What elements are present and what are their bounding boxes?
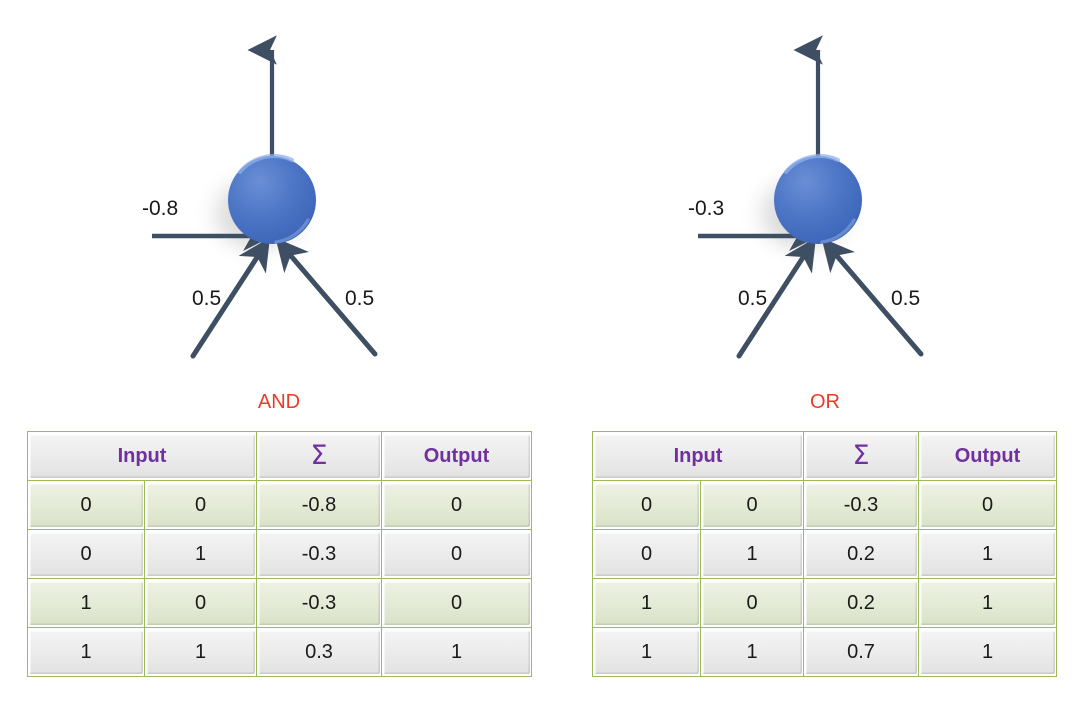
input-2-weight-label: 0.5 [891,287,921,310]
header-cell-input: Input [27,431,257,481]
table-row: 0 0 -0.3 0 [592,480,1057,530]
truth-table-and: Input Σ Output 0 0 -0.8 0 0 1 -0.3 [27,431,532,677]
perceptron-diagram-or: -0.3 0.5 0.5 [586,20,1046,390]
cell-input-a: 1 [27,627,145,677]
cell-output: 0 [381,578,532,628]
header-cell-output: Output [381,431,532,481]
perceptron-diagram-and: -0.8 0.5 0.5 [40,20,500,390]
perceptron-svg-or [698,35,924,359]
cell-sum: -0.8 [256,480,382,530]
cell-output: 0 [918,480,1057,530]
input-2-arrow [275,237,378,357]
input-2-weight-label: 0.5 [345,287,375,310]
header-cell-sigma: Σ [803,431,919,481]
neuron-rim-highlight [820,218,856,244]
gate-caption-or: OR [810,391,840,413]
header-cell-sigma: Σ [256,431,382,481]
neuron-node [228,156,316,244]
cell-sum: -0.3 [256,578,382,628]
neuron-gloss-highlight [238,154,294,174]
cell-input-a: 0 [592,480,701,530]
cell-input-b: 0 [700,578,804,628]
cell-output: 1 [381,627,532,677]
cell-sum: 0.2 [803,529,919,579]
bias-weight-label: -0.3 [688,197,725,220]
input-1-arrow [736,237,816,359]
input-2-arrow [821,237,924,357]
cell-output: 1 [918,529,1057,579]
cell-sum: -0.3 [803,480,919,530]
table-row: 1 0 0.2 1 [592,578,1057,628]
cell-input-b: 0 [144,578,257,628]
cell-input-b: 1 [144,529,257,579]
cell-input-a: 0 [27,480,145,530]
cell-input-b: 0 [144,480,257,530]
neuron-gloss-highlight [784,154,840,174]
header-cell-output: Output [918,431,1057,481]
cell-input-a: 1 [27,578,145,628]
cell-input-b: 1 [700,627,804,677]
header-cell-input: Input [592,431,804,481]
cell-output: 1 [918,627,1057,677]
neuron-rim-highlight [274,218,310,244]
table-header-row: Input Σ Output [27,431,532,481]
cell-input-a: 0 [592,529,701,579]
cell-sum: 0.3 [256,627,382,677]
cell-sum: 0.7 [803,627,919,677]
table-row: 0 1 0.2 1 [592,529,1057,579]
perceptron-svg-and [152,35,378,359]
cell-output: 1 [918,578,1057,628]
cell-input-a: 0 [27,529,145,579]
cell-sum: 0.2 [803,578,919,628]
bias-weight-label: -0.8 [142,197,179,220]
neuron-node [774,156,862,244]
input-1-weight-label: 0.5 [738,287,768,310]
gate-caption-and: AND [257,391,301,413]
cell-sum: -0.3 [256,529,382,579]
table-header-row: Input Σ Output [592,431,1057,481]
cell-input-b: 0 [700,480,804,530]
cell-input-b: 1 [144,627,257,677]
table-row: 1 1 0.7 1 [592,627,1057,677]
table-row: 0 0 -0.8 0 [27,480,532,530]
table-row: 0 1 -0.3 0 [27,529,532,579]
input-1-arrow [190,237,270,359]
cell-output: 0 [381,480,532,530]
input-1-weight-label: 0.5 [192,287,222,310]
cell-output: 0 [381,529,532,579]
truth-table-or: Input Σ Output 0 0 -0.3 0 0 1 0.2 [592,431,1057,677]
table-row: 1 1 0.3 1 [27,627,532,677]
cell-input-a: 1 [592,627,701,677]
table-row: 1 0 -0.3 0 [27,578,532,628]
cell-input-b: 1 [700,529,804,579]
cell-input-a: 1 [592,578,701,628]
